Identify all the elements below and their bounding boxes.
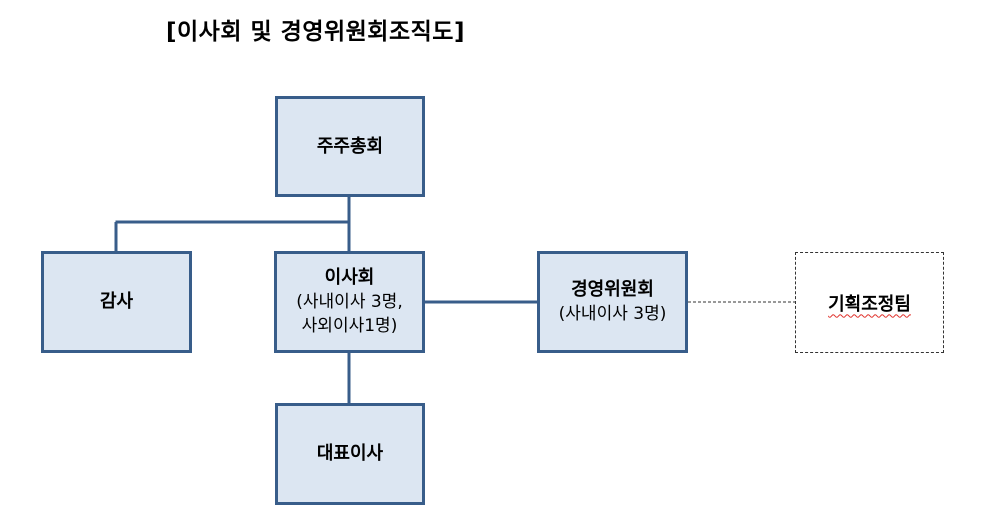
node-ceo: 대표이사 bbox=[275, 403, 425, 505]
node-committee-label: 경영위원회 bbox=[571, 279, 654, 300]
node-board: 이사회 (사내이사 3명, 사외이사1명) bbox=[274, 251, 425, 353]
node-planning-team: 기획조정팀 bbox=[795, 252, 944, 353]
node-management-committee: 경영위원회 (사내이사 3명) bbox=[537, 251, 688, 353]
node-board-detail-line1: (사내이사 3명, bbox=[296, 292, 403, 312]
node-board-label: 이사회 bbox=[324, 267, 375, 288]
node-auditor-label: 감사 bbox=[99, 291, 134, 312]
node-shareholders-label: 주주총회 bbox=[316, 135, 384, 157]
node-shareholders: 주주총회 bbox=[275, 96, 425, 197]
node-board-detail-line2: 사외이사1명) bbox=[301, 316, 398, 336]
node-ceo-label: 대표이사 bbox=[316, 443, 384, 464]
page-title: [이사회 및 경영위원회조직도] bbox=[166, 19, 465, 45]
node-planning-team-label: 기획조정팀 bbox=[828, 293, 911, 315]
node-auditor: 감사 bbox=[41, 251, 192, 353]
node-committee-detail: (사내이사 3명) bbox=[558, 304, 667, 324]
